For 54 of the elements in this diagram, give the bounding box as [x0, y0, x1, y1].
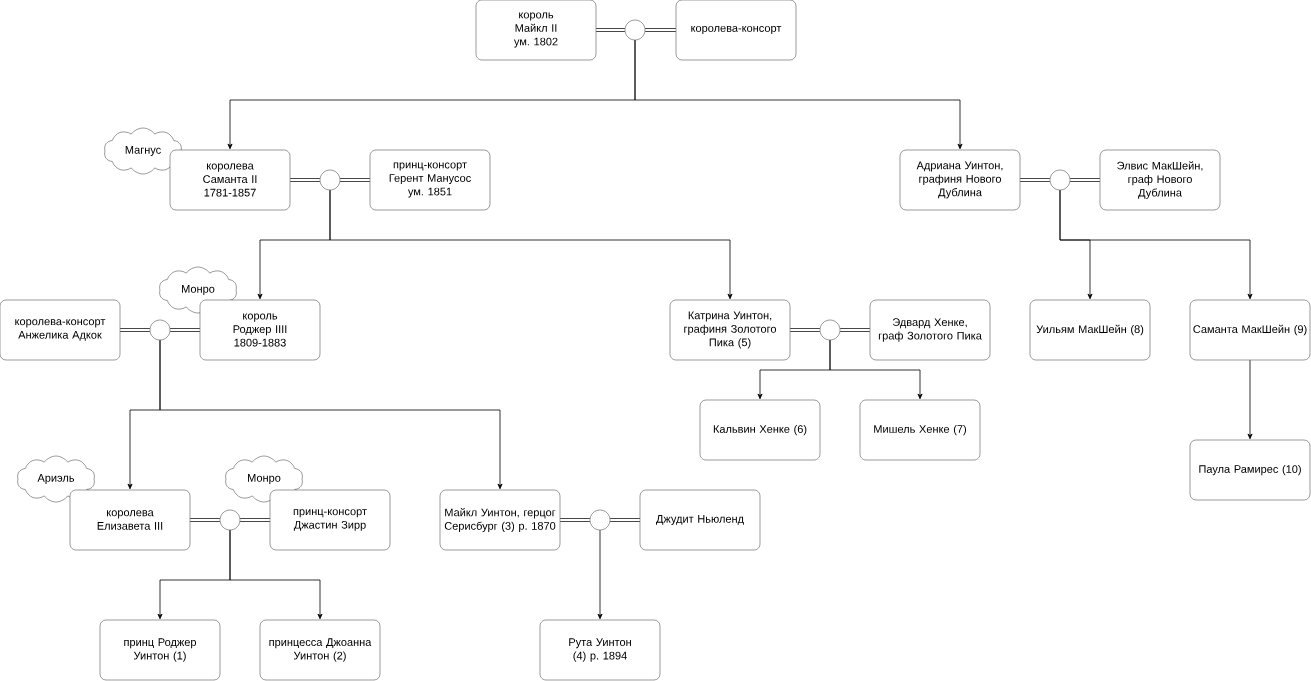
person-box: принц-консорт Герент Манусос ум. 1851	[369, 149, 491, 211]
person-box: принцесса Джоанна Уинтон (2)	[259, 619, 381, 681]
marriage-line	[290, 178, 320, 182]
person-box: король Роджер IIII 1809-1883	[199, 299, 321, 361]
cloud-note: Магнус	[104, 127, 182, 175]
person-box: Джудит Ньюленд	[639, 489, 761, 551]
person-box: королева Саманта II 1781-1857	[169, 149, 291, 211]
marriage-line	[190, 518, 220, 522]
descent-arrow	[159, 339, 503, 490]
union-circle	[1049, 169, 1071, 191]
marriage-line	[790, 328, 820, 332]
person-box: Паула Рамирес (10)	[1189, 439, 1311, 501]
marriage-line	[560, 518, 590, 522]
descent-arrow	[1059, 189, 1253, 300]
marriage-line	[840, 328, 870, 332]
person-box: принц-консорт Джастин Зирр	[269, 489, 391, 551]
union-circle	[319, 169, 341, 191]
marriage-line	[340, 178, 370, 182]
person-box: король Майкл II ум. 1802	[475, 0, 597, 61]
union-circle	[819, 319, 841, 341]
person-box: Эдвард Хенке, граф Золотого Пика	[869, 299, 991, 361]
descent-arrow	[829, 339, 923, 400]
descent-arrow	[229, 529, 323, 620]
marriage-line	[170, 328, 200, 332]
person-box: принц Роджер Уинтон (1)	[99, 619, 221, 681]
descent-arrow	[597, 529, 603, 620]
person-box: Мишель Хенке (7)	[859, 399, 981, 461]
person-box: Саманта МакШейн (9)	[1189, 299, 1311, 361]
person-box: Рута Уинтон (4) р. 1894	[539, 619, 661, 681]
union-circle	[149, 319, 171, 341]
descent-arrow	[634, 39, 963, 150]
person-box: королева-консорт Анжелика Адкок	[0, 299, 121, 361]
person-box: Катрина Уинтон, графиня Золотого Пика (5)	[669, 299, 791, 361]
descent-arrow	[329, 189, 733, 300]
marriage-line	[1020, 178, 1050, 182]
person-box: Адриана Уинтон, графиня Нового Дублина	[899, 149, 1021, 211]
marriage-line	[240, 518, 270, 522]
person-box: королева-консорт	[675, 0, 797, 61]
person-box: Майкл Уинтон, герцог Серисбург (3) р. 1870	[439, 489, 561, 551]
marriage-line	[120, 328, 150, 332]
marriage-line	[610, 518, 640, 522]
union-circle	[219, 509, 241, 531]
descent-arrow	[1247, 359, 1253, 440]
person-box: Кальвин Хенке (6)	[699, 399, 821, 461]
cloud-note: Ариэль	[17, 455, 95, 503]
person-box: Уильям МакШейн (8)	[1029, 299, 1151, 361]
person-box: Элвис МакШейн, граф Нового Дублина	[1099, 149, 1221, 211]
union-circle	[589, 509, 611, 531]
union-circle	[624, 19, 646, 41]
cloud-note: Монро	[225, 455, 303, 503]
marriage-line	[645, 28, 676, 32]
person-box: королева Елизавета III	[69, 489, 191, 551]
marriage-line	[596, 28, 625, 32]
marriage-line	[1070, 178, 1100, 182]
